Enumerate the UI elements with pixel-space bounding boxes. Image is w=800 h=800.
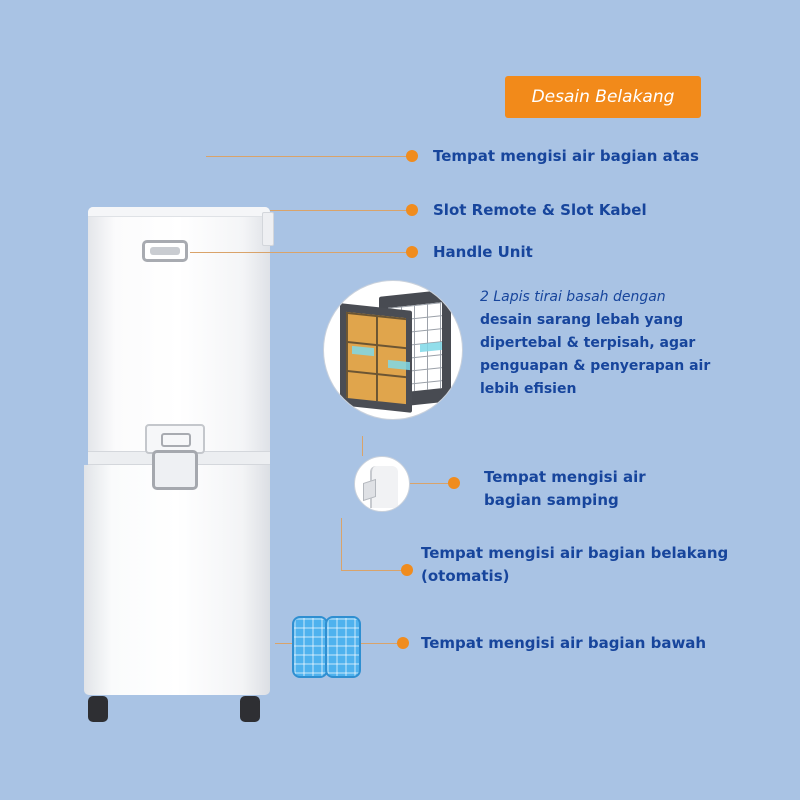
label-filter-line3: dipertebal & terpisah, agar [480,335,696,351]
unit-handle [142,240,188,262]
ice-pack [325,616,361,678]
wheel-right [240,696,260,722]
label-handle: Handle Unit [433,243,533,261]
marker-dot-bottom-fill [397,637,409,649]
label-filter-line1: 2 Lapis tirai basah dengan [480,289,666,305]
section-title: Desain Belakang [531,87,675,107]
marker-dot-remote-slot [406,204,418,216]
label-back-fill-line2: (otomatis) [421,567,510,585]
ice-pack [292,616,328,678]
tank-latch [152,450,198,490]
label-side-fill-line1: Tempat mengisi air [484,468,646,486]
label-side-fill: Tempat mengisi air bagian samping [484,466,646,512]
label-filter: 2 Lapis tirai basah dengan desain sarang… [480,286,710,401]
label-back-fill-line1: Tempat mengisi air bagian belakang [421,544,729,562]
label-side-fill-line2: bagian samping [484,491,619,509]
filter-detail-image [323,280,463,420]
leader-line-side-fill [410,483,454,484]
tank-clip [145,424,205,454]
marker-dot-back-fill [401,564,413,576]
label-bottom-fill: Tempat mengisi air bagian bawah [421,634,707,652]
wheel-left [88,696,108,722]
leader-line-back-fill-vertical [341,518,342,570]
side-fill-detail-image [354,456,410,512]
unit-lower-body [84,465,270,695]
marker-dot-handle [406,246,418,258]
label-top-fill: Tempat mengisi air bagian atas [433,147,699,165]
leader-line-top-fill [206,156,412,157]
marker-dot-side-fill [448,477,460,489]
label-filter-line4: penguapan & penyerapan air [480,358,711,374]
label-back-fill: Tempat mengisi air bagian belakang (otom… [421,542,728,588]
label-filter-line2: desain sarang lebah yang [480,312,684,328]
unit-top-rim [88,207,270,217]
leader-line-remote-slot [270,210,412,211]
remote-cable-slot [262,212,274,246]
leader-line-handle [190,252,412,253]
honeycomb-filter-front [340,303,412,413]
label-filter-line5: lebih efisien [480,381,577,397]
leader-line-side-circle [362,436,363,456]
leader-line-back-fill [341,570,407,571]
section-title-badge: Desain Belakang [505,76,701,118]
label-remote-slot: Slot Remote & Slot Kabel [433,201,647,219]
marker-dot-top-fill [406,150,418,162]
